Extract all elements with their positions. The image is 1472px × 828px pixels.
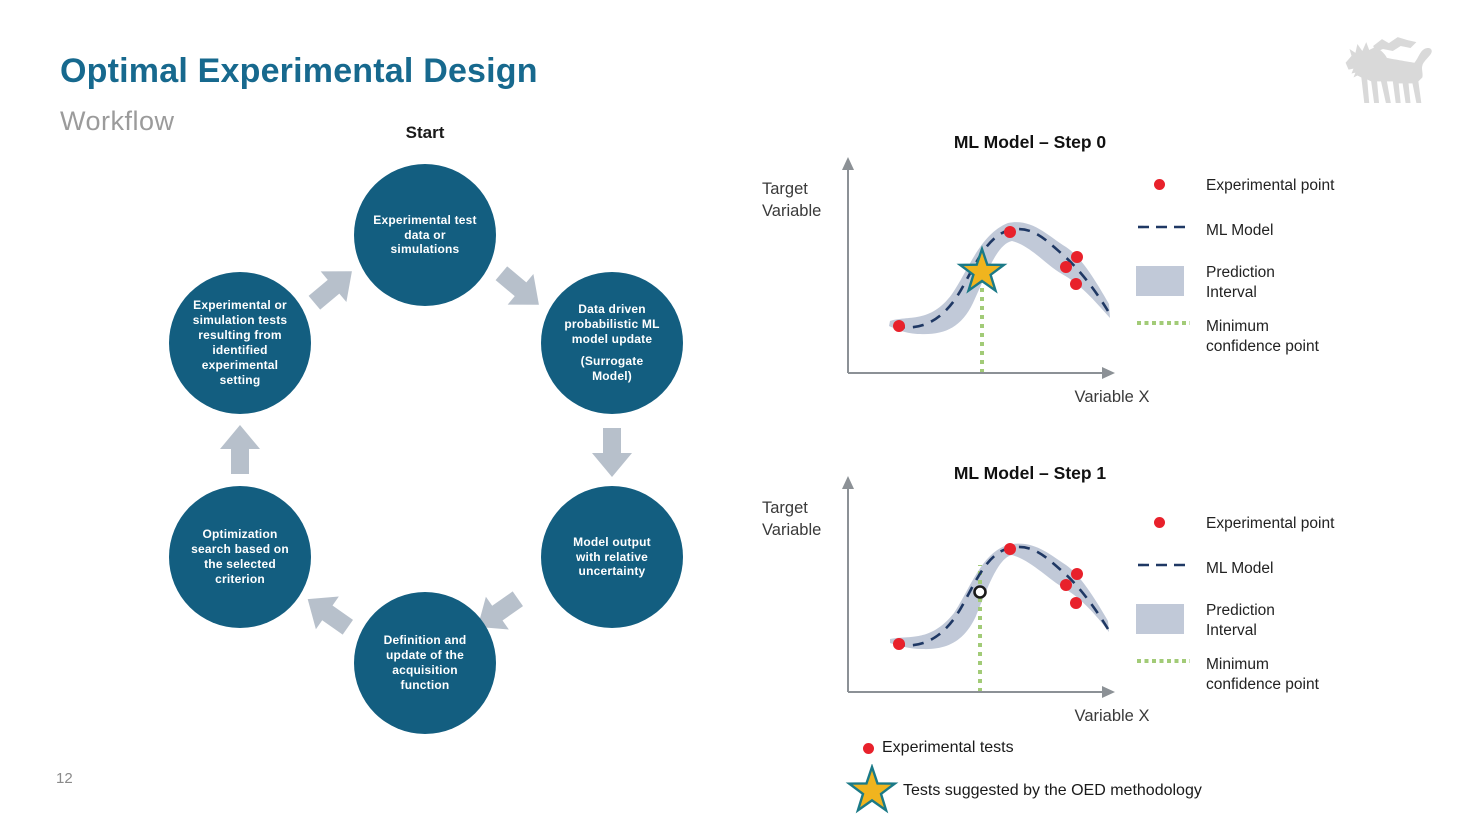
dashed-line-icon <box>1138 226 1188 229</box>
arrow-top-to-right-icon <box>495 266 539 305</box>
footer-legend-experimental-tests: Experimental tests <box>845 736 1202 760</box>
plot-canvas-step-0: Target Variable Variable X <box>762 157 1150 406</box>
workflow-step-label: Definition and update of the acquisition… <box>383 633 467 692</box>
page-title: Optimal Experimental Design <box>60 52 538 90</box>
legend-label: Experimental point <box>1206 177 1335 194</box>
y-axis-label-line1: Target <box>762 180 808 198</box>
experimental-point <box>893 638 905 650</box>
arrow-bottom-to-left-icon <box>307 596 354 635</box>
y-axis-label-line1: Target <box>762 499 808 517</box>
legend-item-prediction-interval: Prediction Interval <box>1136 601 1466 642</box>
workflow-step-label: Optimization search based on the selecte… <box>191 527 289 586</box>
plot-title: ML Model – Step 1 <box>953 463 1107 483</box>
y-axis-arrowhead-icon <box>842 476 854 489</box>
prediction-interval-swatch-icon <box>1136 603 1184 634</box>
logo-flame <box>1373 37 1417 52</box>
prediction-interval-band <box>889 222 1110 335</box>
workflow-step-label: Data driven probabilistic ML model updat… <box>564 302 660 347</box>
page-subtitle: Workflow <box>60 106 175 136</box>
legend-label: ML Model <box>1206 222 1274 240</box>
x-axis-label: Variable X <box>1075 707 1150 725</box>
legend-label: Experimental point <box>1206 515 1335 532</box>
legend-item-ml-model: ML Model <box>1136 559 1466 579</box>
y-axis-label-line2: Variable <box>762 202 821 220</box>
workflow-step-model-output: Model output with relative uncertainty <box>541 486 683 628</box>
legend-label: ML Model <box>1206 560 1274 578</box>
legend-label: Prediction Interval <box>1206 263 1275 302</box>
workflow-step-label: Experimental test data or simulations <box>373 212 477 257</box>
footer-legend-label: Experimental tests <box>882 739 1014 756</box>
eni-six-legged-dog-logo-icon <box>1345 37 1432 104</box>
plot-canvas-step-1: Target Variable Variable X <box>762 476 1150 725</box>
candidate-point-open-circle-icon <box>973 585 987 599</box>
experimental-point <box>1004 226 1016 238</box>
green-dotted-line-icon <box>1137 658 1190 663</box>
arrow-left-up-to-top-icon <box>308 271 352 310</box>
logo-dog-body <box>1345 42 1432 104</box>
legend-step-0: Experimental point ML Model Prediction I… <box>1136 176 1466 358</box>
y-axis-label-line2: Variable <box>762 521 821 539</box>
experimental-point <box>1060 261 1072 273</box>
experimental-point <box>893 320 905 332</box>
legend-item-minimum-confidence: Minimum confidence point <box>1136 317 1466 358</box>
footer-legend: Experimental tests Tests suggested by th… <box>845 736 1202 818</box>
workflow-step-acquisition-function: Definition and update of the acquisition… <box>354 592 496 734</box>
dashed-line-icon <box>1138 564 1188 567</box>
experimental-point <box>1070 597 1082 609</box>
x-axis-label: Variable X <box>1075 388 1150 406</box>
suggested-test-star-icon <box>845 764 899 814</box>
workflow-step-experimental-test-data: Experimental test data or simulations <box>354 164 496 306</box>
y-axis-arrowhead-icon <box>842 157 854 170</box>
legend-label: Minimum confidence point <box>1206 317 1319 356</box>
arrow-right-down-icon <box>592 428 632 477</box>
workflow-step-sublabel: (Surrogate Model) <box>580 353 644 383</box>
x-axis-arrowhead-icon <box>1102 367 1115 379</box>
plot-title: ML Model – Step 0 <box>953 132 1107 152</box>
green-dotted-line-icon <box>1137 320 1190 325</box>
prediction-interval-swatch-icon <box>1136 265 1184 296</box>
workflow-step-label: Experimental or simulation tests resulti… <box>192 298 288 387</box>
experimental-point <box>1060 579 1072 591</box>
experimental-point <box>1070 278 1082 290</box>
red-dot-icon <box>863 742 874 754</box>
plot-step-1: ML Model – Step 1 Target Variable Variab… <box>750 449 1200 749</box>
experimental-point <box>1071 251 1083 263</box>
workflow-step-experimental-tests: Experimental or simulation tests resulti… <box>169 272 311 414</box>
legend-item-experimental-point: Experimental point <box>1136 514 1466 534</box>
legend-item-minimum-confidence: Minimum confidence point <box>1136 655 1466 696</box>
experimental-point <box>1004 543 1016 555</box>
legend-label: Minimum confidence point <box>1206 655 1319 694</box>
experimental-point <box>1071 568 1083 580</box>
page-number: 12 <box>56 770 73 787</box>
legend-item-experimental-point: Experimental point <box>1136 176 1466 196</box>
legend-item-ml-model: ML Model <box>1136 221 1466 241</box>
footer-legend-label: Tests suggested by the OED methodology <box>903 782 1202 799</box>
workflow-step-label: Model output with relative uncertainty <box>573 534 651 579</box>
arrow-left-up-icon <box>220 425 260 474</box>
workflow-step-ml-model-update: Data driven probabilistic ML model updat… <box>541 272 683 414</box>
footer-legend-oed-tests: Tests suggested by the OED methodology <box>845 764 1202 818</box>
x-axis-arrowhead-icon <box>1102 686 1115 698</box>
plot-step-0: ML Model – Step 0 Target Variable Variab… <box>750 130 1200 430</box>
workflow-step-optimization-search: Optimization search based on the selecte… <box>169 486 311 628</box>
legend-label: Prediction Interval <box>1206 601 1275 640</box>
legend-item-prediction-interval: Prediction Interval <box>1136 263 1466 304</box>
red-dot-icon <box>1154 517 1165 528</box>
legend-step-1: Experimental point ML Model Prediction I… <box>1136 514 1466 696</box>
prediction-interval-band <box>890 543 1109 650</box>
suggested-test-star-icon <box>956 245 1008 294</box>
red-dot-icon <box>1154 179 1165 190</box>
workflow-start-label: Start <box>405 123 445 142</box>
